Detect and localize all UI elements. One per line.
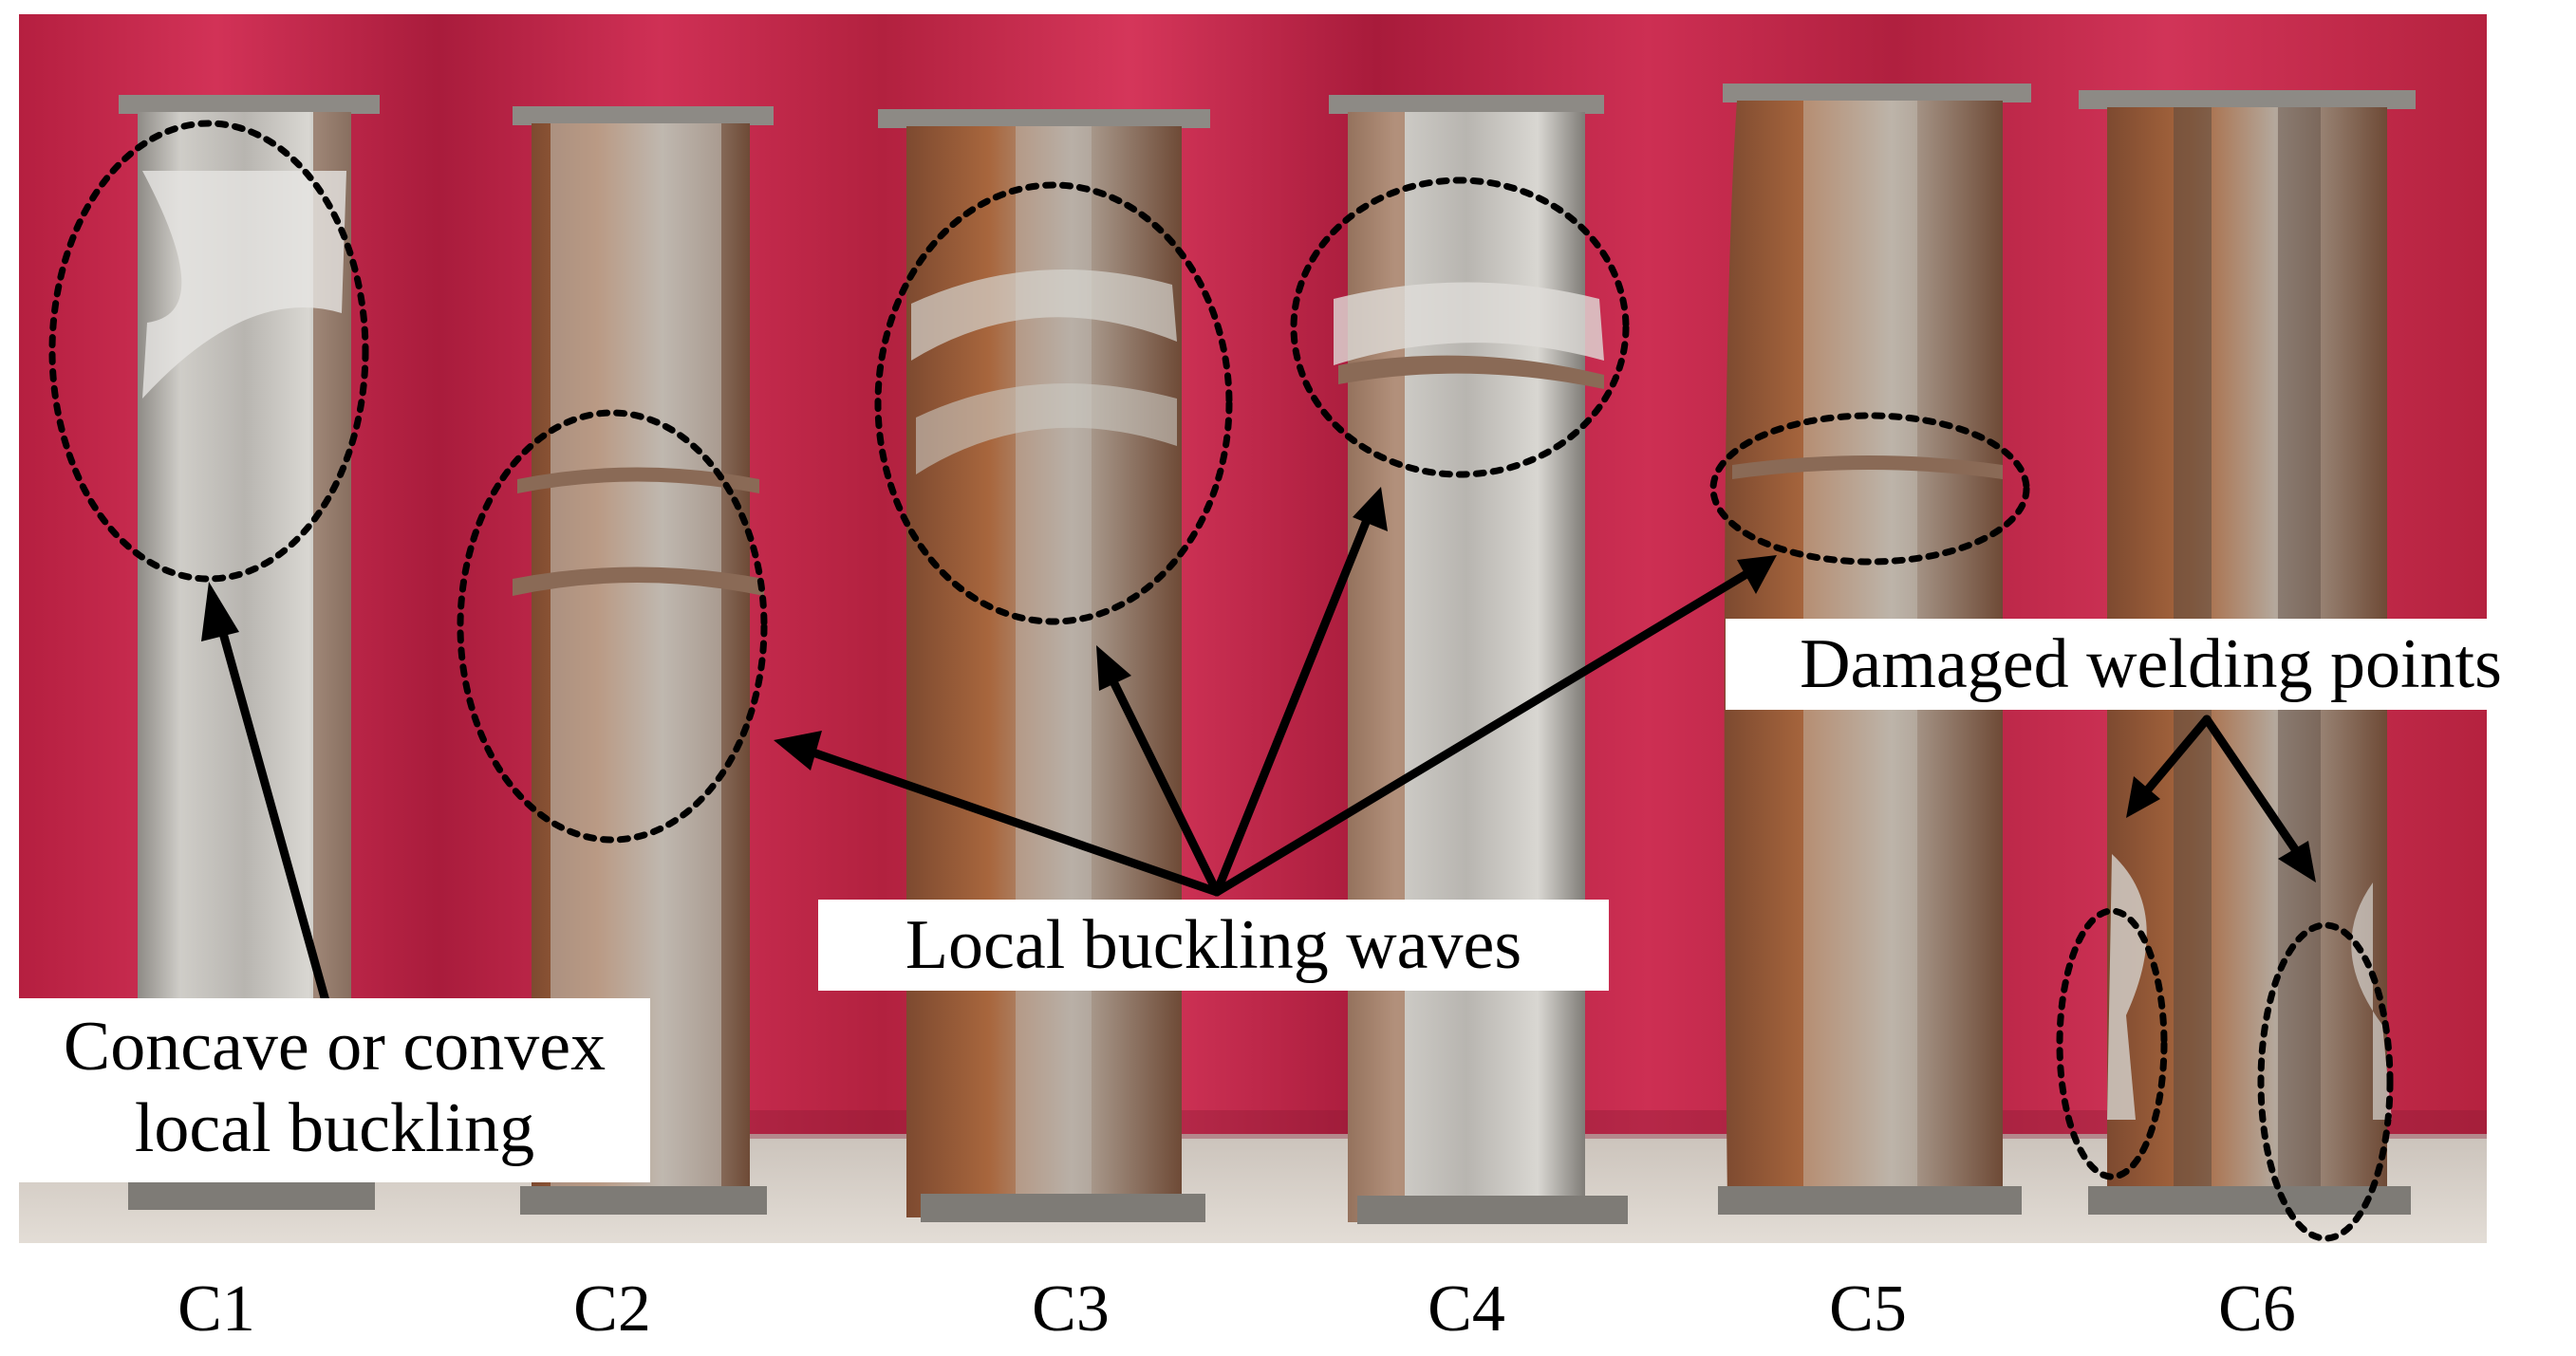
arrow-head-c4 — [1353, 487, 1388, 531]
column-label-c5: C5 — [1829, 1272, 1907, 1346]
arrow-head-c2 — [774, 731, 822, 771]
pointer-arrows — [201, 487, 2316, 1012]
callout-concave-convex: Concave or convex local buckling — [19, 998, 650, 1182]
column-label-c3: C3 — [1032, 1272, 1110, 1346]
buckling-highlights — [48, 120, 2394, 1242]
weld-ellipse-right — [2257, 921, 2394, 1242]
column-label-c1: C1 — [177, 1272, 255, 1346]
arrow-head-c5 — [1737, 555, 1777, 594]
weld-ellipse-left — [2056, 907, 2168, 1180]
buckle-ellipse-c2 — [457, 409, 768, 844]
callout-concave-line2: local buckling — [134, 1089, 535, 1167]
callout-local-buckling: Local buckling waves — [818, 900, 1609, 991]
column-label-c4: C4 — [1428, 1272, 1505, 1346]
column-c3 — [878, 109, 1210, 1222]
buckle-ellipse-c4 — [1290, 176, 1630, 478]
buckle-ellipse-c5 — [1709, 412, 2030, 566]
buckle-ellipse-c1 — [48, 120, 369, 583]
column-label-c2: C2 — [573, 1272, 651, 1346]
arrow-head-weld-left — [2126, 776, 2160, 818]
arrow-head-c3 — [1096, 645, 1131, 691]
column-label-c6: C6 — [2218, 1272, 2296, 1346]
column-c4 — [1329, 95, 1628, 1224]
callout-welding: Damaged welding points — [1726, 619, 2576, 710]
arrow-head-c1 — [201, 582, 239, 641]
callout-concave-line1: Concave or convex — [63, 1008, 607, 1086]
buckle-ellipse-c3 — [874, 181, 1233, 625]
arrow-head-weld-right — [2278, 841, 2316, 882]
